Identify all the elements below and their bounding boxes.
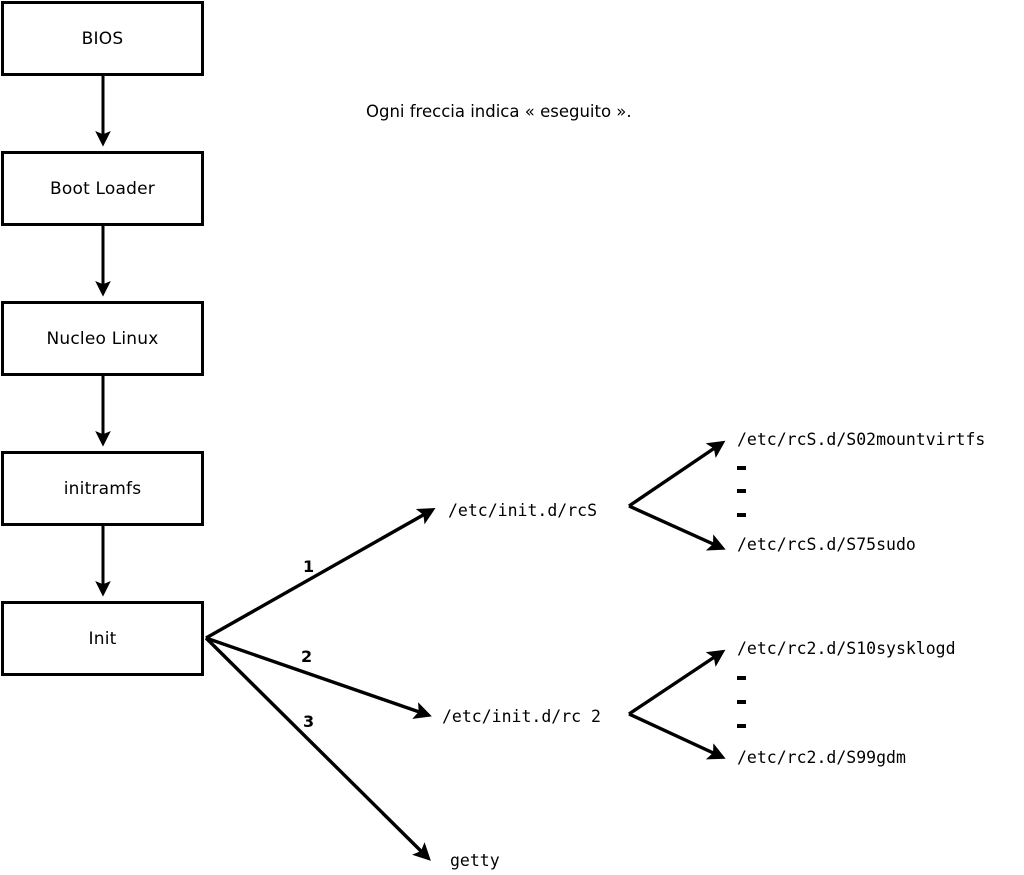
- node-box-initramfs[interactable]: initramfs: [1, 451, 204, 526]
- node-box-init[interactable]: Init: [1, 601, 204, 676]
- ellipsis-dash-rc2-2: [737, 700, 746, 704]
- label-etc-rc2-d-s10sysklogd[interactable]: /etc/rc2.d/S10sysklogd: [737, 639, 956, 658]
- ellipsis-dash-rc2-3: [737, 724, 746, 728]
- node-label-nucleo-linux: Nucleo Linux: [46, 328, 159, 349]
- node-box-boot-loader[interactable]: Boot Loader: [1, 151, 204, 226]
- node-box-nucleo-linux[interactable]: Nucleo Linux: [1, 301, 204, 376]
- diagram-caption: Ogni freccia indica « eseguito ».: [366, 102, 632, 121]
- ellipsis-dash-rcs-3: [737, 513, 746, 517]
- node-label-bios: BIOS: [81, 28, 124, 49]
- ellipsis-dash-rcs-1: [737, 466, 746, 470]
- arrow-rcs-to-s75sudo: [628, 504, 726, 551]
- label-etc-init-d-rcs[interactable]: /etc/init.d/rcS: [448, 501, 598, 520]
- label-getty[interactable]: getty: [450, 851, 500, 870]
- node-label-boot-loader: Boot Loader: [50, 178, 155, 199]
- arrow-init-to-rc2: [205, 636, 432, 719]
- label-etc-init-d-rc-2[interactable]: /etc/init.d/rc 2: [442, 707, 601, 726]
- arrow-rcs-to-s02mountvirtfs: [628, 440, 726, 508]
- node-label-initramfs: initramfs: [63, 478, 142, 499]
- ellipsis-dash-rc2-1: [737, 676, 746, 680]
- edge-number-3: 3: [303, 712, 315, 731]
- node-label-init: Init: [88, 628, 117, 649]
- rcs-subbranch-connectors: [628, 440, 726, 551]
- label-etc-rc2-d-s99gdm[interactable]: /etc/rc2.d/S99gdm: [737, 748, 906, 767]
- ellipsis-dash-rcs-2: [737, 489, 746, 493]
- rc2-subbranch-connectors: [628, 649, 726, 760]
- arrow-rc2-to-s99gdm: [628, 712, 726, 760]
- label-etc-rcs-d-s02mountvirtfs[interactable]: /etc/rcS.d/S02mountvirtfs: [737, 430, 986, 449]
- arrow-rc2-to-s10sysklogd: [628, 649, 726, 716]
- edge-number-2: 2: [301, 647, 313, 666]
- edge-number-1: 1: [303, 557, 315, 576]
- node-box-bios[interactable]: BIOS: [1, 1, 204, 76]
- arrow-init-to-rcs: [205, 507, 436, 640]
- label-etc-rcs-d-s75sudo[interactable]: /etc/rcS.d/S75sudo: [737, 535, 916, 554]
- init-fanout-connectors: [204, 507, 436, 861]
- arrow-init-to-getty: [204, 636, 431, 861]
